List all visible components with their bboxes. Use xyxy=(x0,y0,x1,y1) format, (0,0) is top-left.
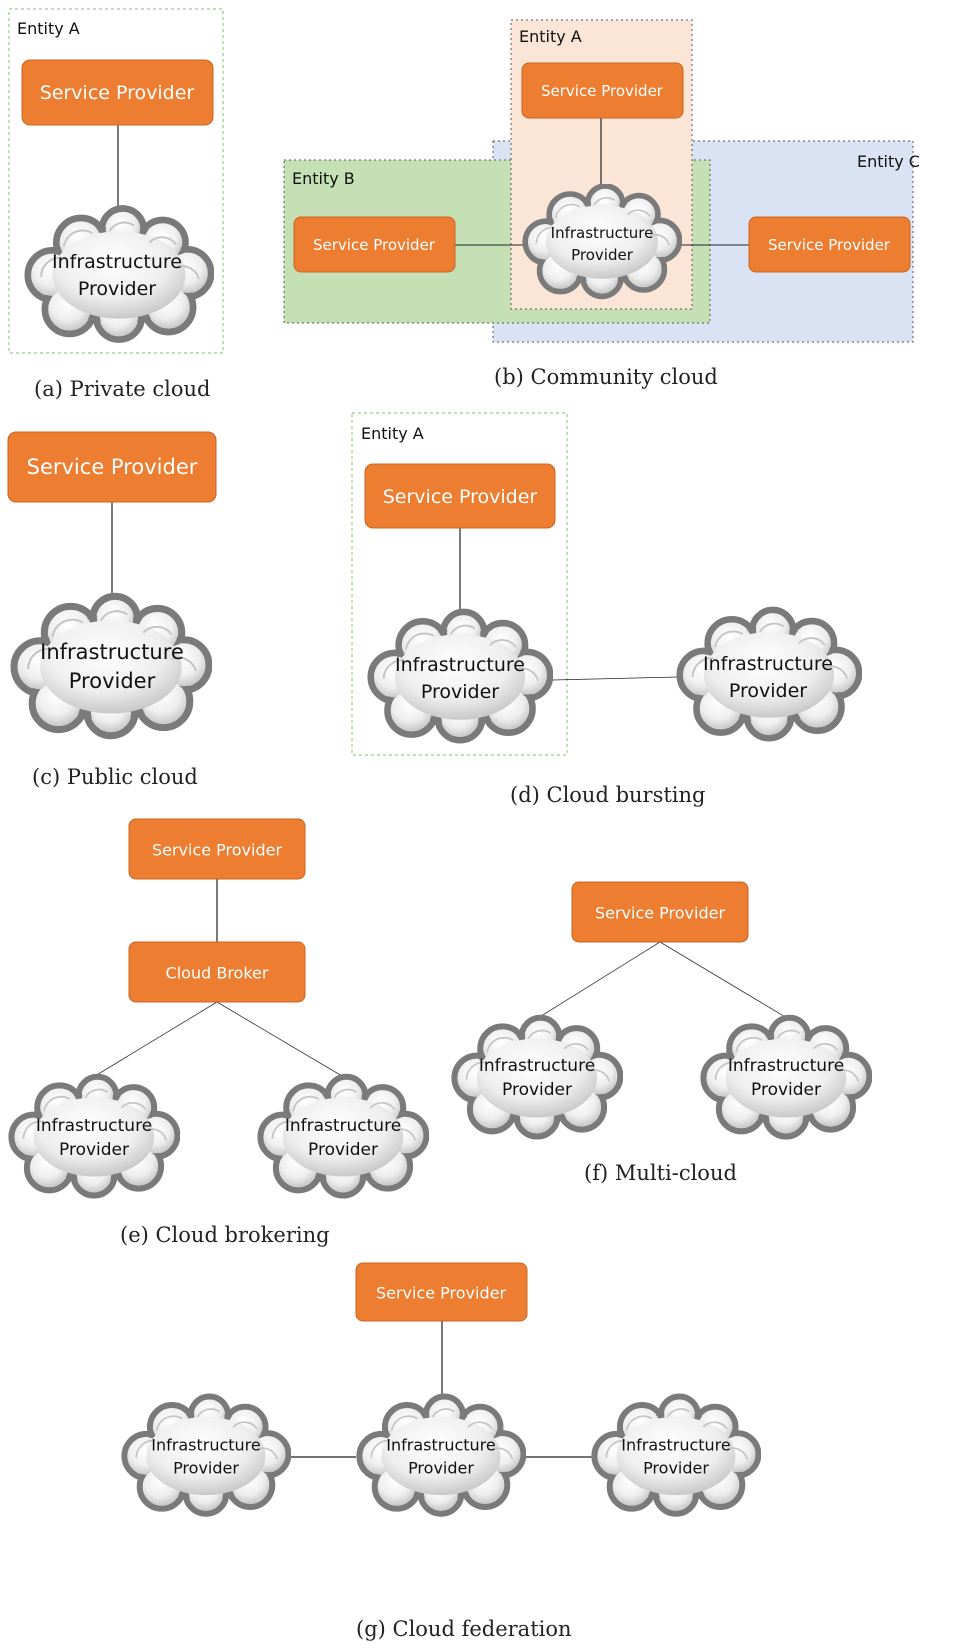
panel-private-cloud: Entity A Service Provider Infrastructure… xyxy=(8,8,224,401)
service-provider-label: Service Provider xyxy=(768,236,891,254)
service-provider-label: Service Provider xyxy=(313,236,436,254)
entity-a-boundary xyxy=(351,412,568,756)
infrastructure-label-line1: Infrastructure xyxy=(621,1436,730,1455)
caption-multi-cloud: (f) Multi-cloud xyxy=(584,1161,737,1185)
infrastructure-provider-cloud-left xyxy=(454,1018,620,1137)
infrastructure-label-line2: Provider xyxy=(78,278,156,300)
infrastructure-provider-cloud-left xyxy=(11,1077,177,1196)
entity-a-boundary xyxy=(8,8,224,354)
service-provider-label: Service Provider xyxy=(376,1284,507,1303)
service-provider-box xyxy=(21,59,214,126)
connector-line xyxy=(659,941,788,1019)
infrastructure-label-line1: Infrastructure xyxy=(703,653,833,675)
service-provider-label: Service Provider xyxy=(383,486,538,508)
infrastructure-label-line1: Infrastructure xyxy=(151,1436,260,1455)
infrastructure-label-line1: Infrastructure xyxy=(386,1436,495,1455)
service-provider-box xyxy=(364,463,556,529)
panel-cloud-brokering: Service Provider Cloud Broker Infrastruc… xyxy=(11,818,426,1247)
connector-line xyxy=(216,1001,343,1077)
infrastructure-provider-cloud-right xyxy=(594,1397,758,1514)
panel-cloud-bursting: Entity A Service Provider Infrastructure… xyxy=(351,412,859,807)
service-provider-label: Service Provider xyxy=(152,841,283,860)
panel-cloud-federation: Service Provider Infrastructure Provider… xyxy=(124,1262,758,1641)
infrastructure-label-line2: Provider xyxy=(643,1459,709,1478)
entity-a-label: Entity A xyxy=(519,27,582,46)
service-provider-label: Service Provider xyxy=(27,455,198,479)
infrastructure-provider-cloud-right xyxy=(260,1077,426,1196)
infrastructure-label-line2: Provider xyxy=(59,1140,129,1160)
infrastructure-label-line1: Infrastructure xyxy=(479,1056,595,1076)
service-provider-box xyxy=(7,431,217,503)
connector-line xyxy=(94,1001,218,1077)
service-provider-box xyxy=(355,1262,528,1322)
panel-community-cloud: Entity C Entity B Entity A Service Provi… xyxy=(283,19,920,389)
infrastructure-label-line1: Infrastructure xyxy=(52,251,182,273)
caption-public-cloud: (c) Public cloud xyxy=(32,765,198,789)
service-provider-box-b xyxy=(293,216,456,273)
infrastructure-label-line2: Provider xyxy=(729,680,807,702)
cloud-broker-box xyxy=(128,941,306,1003)
infrastructure-provider-cloud-center xyxy=(359,1397,523,1514)
service-provider-box-c xyxy=(748,216,911,273)
infrastructure-label-line1: Infrastructure xyxy=(551,224,654,242)
infrastructure-label-line2: Provider xyxy=(571,246,634,264)
service-provider-label: Service Provider xyxy=(40,82,195,104)
infrastructure-label-line1: Infrastructure xyxy=(285,1116,401,1136)
infrastructure-provider-cloud-left xyxy=(124,1397,288,1514)
infrastructure-label-line2: Provider xyxy=(408,1459,474,1478)
entity-c-label: Entity C xyxy=(857,152,920,171)
cloud-broker-label: Cloud Broker xyxy=(166,964,269,983)
service-provider-box xyxy=(128,818,306,880)
entity-a-label: Entity A xyxy=(17,19,80,38)
infrastructure-label-line2: Provider xyxy=(173,1459,239,1478)
caption-private-cloud: (a) Private cloud xyxy=(34,377,210,401)
infrastructure-provider-cloud-right xyxy=(703,1018,869,1137)
infrastructure-label-line2: Provider xyxy=(308,1140,378,1160)
entity-b-label: Entity B xyxy=(292,169,355,188)
service-provider-box xyxy=(571,881,749,943)
infrastructure-label-line2: Provider xyxy=(751,1080,821,1100)
infrastructure-label-line1: Infrastructure xyxy=(728,1056,844,1076)
panel-public-cloud: Service Provider Infrastructure Provider… xyxy=(7,431,217,789)
connector-line xyxy=(552,676,679,681)
service-provider-label: Service Provider xyxy=(595,904,726,923)
infrastructure-label-line1: Infrastructure xyxy=(395,654,525,676)
infrastructure-provider-cloud xyxy=(28,209,211,340)
infrastructure-label-line1: Infrastructure xyxy=(40,640,184,664)
infrastructure-provider-cloud xyxy=(14,596,209,735)
caption-cloud-bursting: (d) Cloud bursting xyxy=(510,783,705,807)
connector-line xyxy=(537,941,661,1019)
service-provider-label: Service Provider xyxy=(541,82,664,100)
infrastructure-provider-cloud-private xyxy=(371,612,550,740)
panel-multi-cloud: Service Provider Infrastructure Provider… xyxy=(454,881,869,1185)
entity-a-label: Entity A xyxy=(361,424,424,443)
infrastructure-label-line2: Provider xyxy=(502,1080,572,1100)
infrastructure-label-line2: Provider xyxy=(69,669,156,693)
service-provider-box-a xyxy=(521,62,684,119)
caption-cloud-federation: (g) Cloud federation xyxy=(356,1617,572,1641)
caption-community-cloud: (b) Community cloud xyxy=(494,365,718,389)
caption-cloud-brokering: (e) Cloud brokering xyxy=(120,1223,330,1247)
infrastructure-label-line1: Infrastructure xyxy=(36,1116,152,1136)
infrastructure-label-line2: Provider xyxy=(421,681,499,703)
